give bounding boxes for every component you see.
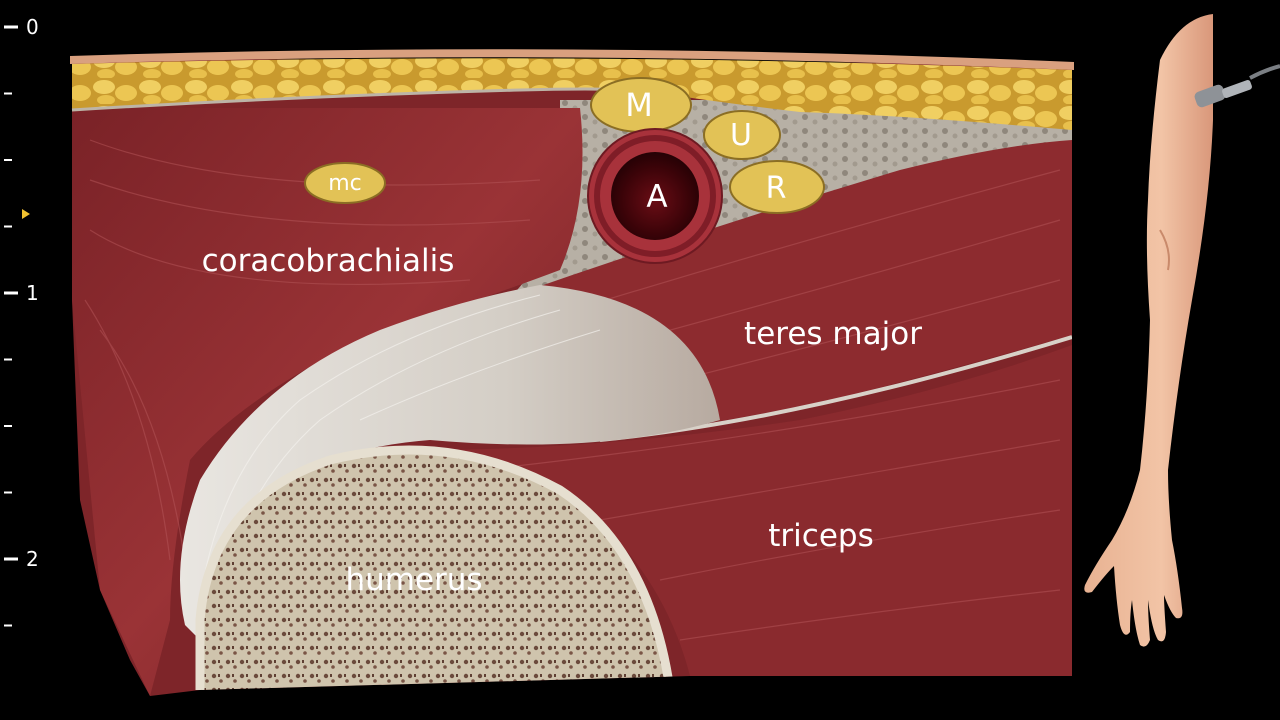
tendon — [180, 285, 720, 640]
label-ulnar: U — [730, 118, 752, 153]
depth-label: 1 — [26, 281, 39, 305]
skin-layer — [70, 49, 1074, 70]
musculocutaneous-nerve — [304, 162, 386, 204]
arm-illustration — [1084, 14, 1213, 647]
label-coracobrachialis: coracobrachialis — [202, 243, 455, 279]
depth-label: 0 — [26, 15, 39, 39]
label-mc: mc — [328, 171, 362, 196]
depth-label: 2 — [26, 547, 39, 571]
label-artery: A — [646, 179, 667, 215]
humerus-bone — [200, 450, 670, 690]
coracobrachialis-muscle — [72, 108, 583, 696]
label-teres-major: teres major — [744, 316, 922, 352]
radial-nerve — [729, 160, 825, 214]
tissue-section — [72, 58, 1072, 696]
ultrasound-probe-icon — [1194, 64, 1280, 108]
ulnar-nerve — [703, 110, 781, 160]
subcutaneous-fat — [72, 58, 1072, 131]
label-radial: R — [766, 171, 787, 206]
depth-scale: 0 1 2 — [4, 15, 39, 627]
label-triceps: triceps — [768, 518, 873, 554]
artery-lumen — [611, 152, 699, 240]
label-humerus: humerus — [345, 562, 482, 598]
label-median: M — [625, 86, 653, 124]
triceps-muscle — [420, 345, 1072, 676]
focus-marker-icon — [22, 209, 30, 219]
